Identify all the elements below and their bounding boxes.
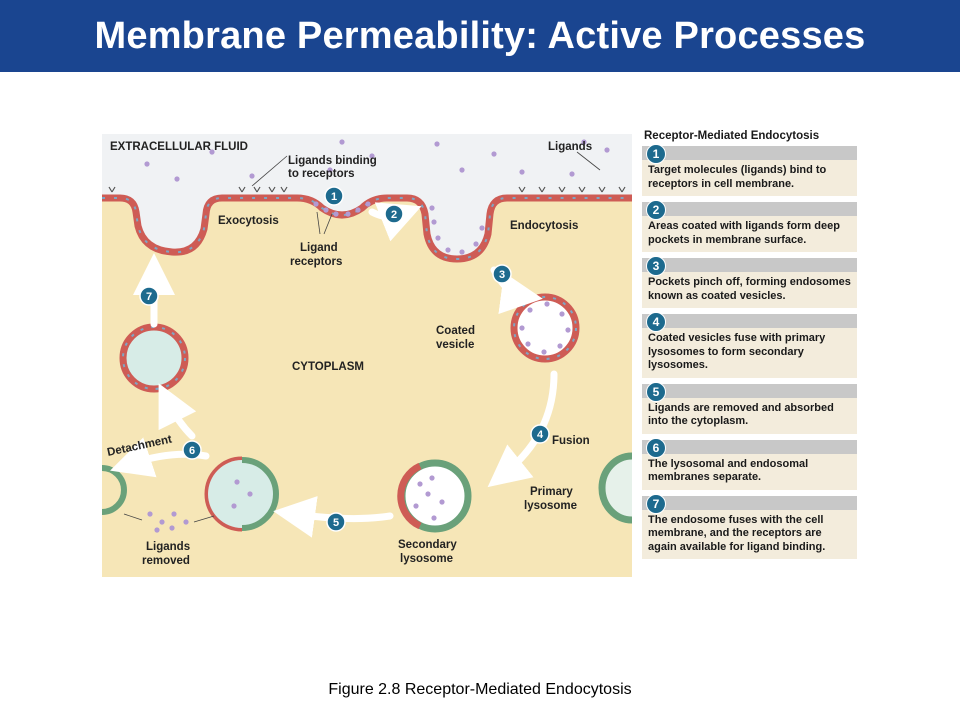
step-5-number: 5 bbox=[646, 381, 666, 402]
cell-membrane bbox=[102, 194, 632, 263]
leader-lines bbox=[123, 151, 601, 523]
label-ligands-binding-1: Ligands binding bbox=[288, 155, 377, 167]
step-1-number: 1 bbox=[646, 144, 666, 164]
label-coated-vesicle-2: vesicle bbox=[436, 339, 474, 351]
diagram-step-1: 1 bbox=[331, 191, 337, 203]
step-3: 3 Pockets pinch off, forming endosomes k… bbox=[642, 256, 857, 308]
step-1-bar: 1 bbox=[642, 144, 857, 164]
step-6-number: 6 bbox=[646, 437, 666, 458]
diagram-step-markers bbox=[139, 186, 550, 532]
title-bar: Membrane Permeability: Active Processes bbox=[0, 0, 960, 72]
diagram-step-3: 3 bbox=[499, 269, 505, 281]
free-ligands bbox=[144, 139, 610, 182]
slide-title: Membrane Permeability: Active Processes bbox=[94, 14, 866, 57]
label-coated-vesicle-1: Coated bbox=[436, 325, 475, 337]
step-5-bar: 5 bbox=[642, 381, 857, 402]
step-3-number: 3 bbox=[646, 256, 666, 276]
step-4-text: Coated vesicles fuse with primary lysoso… bbox=[642, 328, 857, 378]
step-5-text: Ligands are removed and absorbed into th… bbox=[642, 397, 857, 434]
endocytosis-diagram: 1 2 3 4 5 6 7 EXTRACELLULAR FLUID Ligand… bbox=[102, 134, 632, 577]
detached-vesicle bbox=[204, 456, 279, 532]
endosome-vesicle bbox=[119, 323, 189, 393]
receptors bbox=[108, 186, 626, 193]
step-6-text: The lysosomal and endosomal membranes se… bbox=[642, 453, 857, 490]
coated-vesicle bbox=[510, 293, 580, 363]
figure-caption: Figure 2.8 Receptor-Mediated Endocytosis bbox=[328, 681, 632, 698]
label-primary-lysosome-2: lysosome bbox=[524, 500, 577, 512]
removed-ligands bbox=[147, 511, 189, 533]
steps-panel: Receptor-Mediated Endocytosis 1 Target m… bbox=[642, 130, 857, 565]
bound-ligands bbox=[313, 201, 485, 255]
step-6: 6 The lysosomal and endosomal membranes … bbox=[642, 437, 857, 490]
secondary-lysosome bbox=[397, 459, 472, 533]
diagram-step-6: 6 bbox=[189, 445, 195, 457]
label-exocytosis: Exocytosis bbox=[218, 215, 279, 227]
label-secondary-lysosome-1: Secondary bbox=[398, 539, 457, 551]
step-3-text: Pockets pinch off, forming endosomes kno… bbox=[642, 272, 857, 308]
label-ligands-binding-2: to receptors bbox=[288, 168, 354, 180]
step-2-text: Areas coated with ligands form deep pock… bbox=[642, 216, 857, 252]
diagram-step-5: 5 bbox=[333, 517, 339, 529]
step-3-bar: 3 bbox=[642, 256, 857, 276]
diagram-step-7: 7 bbox=[146, 291, 152, 303]
step-1-text: Target molecules (ligands) bind to recep… bbox=[642, 160, 857, 196]
step-7-number: 7 bbox=[646, 493, 666, 514]
step-1: 1 Target molecules (ligands) bind to rec… bbox=[642, 144, 857, 196]
diagram-svg: 1 2 3 4 5 6 7 EXTRACELLULAR FLUID Ligand… bbox=[102, 134, 632, 577]
diagram-step-4: 4 bbox=[537, 429, 544, 441]
step-4: 4 Coated vesicles fuse with primary lyso… bbox=[642, 312, 857, 378]
steps-panel-title: Receptor-Mediated Endocytosis bbox=[644, 130, 820, 142]
label-ligands-removed-2: removed bbox=[142, 555, 190, 567]
step-2: 2 Areas coated with ligands form deep po… bbox=[642, 200, 857, 252]
primary-lysosome bbox=[598, 452, 632, 524]
label-ligands-removed-1: Ligands bbox=[146, 541, 190, 553]
extracellular-area bbox=[102, 134, 632, 259]
step-7-text: The endosome fuses with the cell membran… bbox=[642, 509, 857, 559]
label-ligand-receptors-2: receptors bbox=[290, 256, 342, 268]
label-ligands: Ligands bbox=[548, 141, 592, 153]
diagram-step-2: 2 bbox=[391, 209, 397, 221]
label-cytoplasm: CYTOPLASM bbox=[292, 361, 364, 373]
label-fusion: Fusion bbox=[552, 435, 590, 447]
label-ligand-receptors-1: Ligand bbox=[300, 242, 338, 254]
label-extracellular-fluid: EXTRACELLULAR FLUID bbox=[110, 141, 248, 153]
step-7: 7 The endosome fuses with the cell membr… bbox=[642, 493, 857, 559]
label-primary-lysosome-1: Primary bbox=[530, 486, 573, 498]
label-endocytosis: Endocytosis bbox=[510, 220, 578, 232]
step-5: 5 Ligands are removed and absorbed into … bbox=[642, 381, 857, 434]
step-4-number: 4 bbox=[646, 312, 666, 332]
step-6-bar: 6 bbox=[642, 437, 857, 458]
label-secondary-lysosome-2: lysosome bbox=[400, 553, 453, 565]
step-2-bar: 2 bbox=[642, 200, 857, 220]
step-4-bar: 4 bbox=[642, 312, 857, 332]
step-2-number: 2 bbox=[646, 200, 666, 220]
step-7-bar: 7 bbox=[642, 493, 857, 514]
